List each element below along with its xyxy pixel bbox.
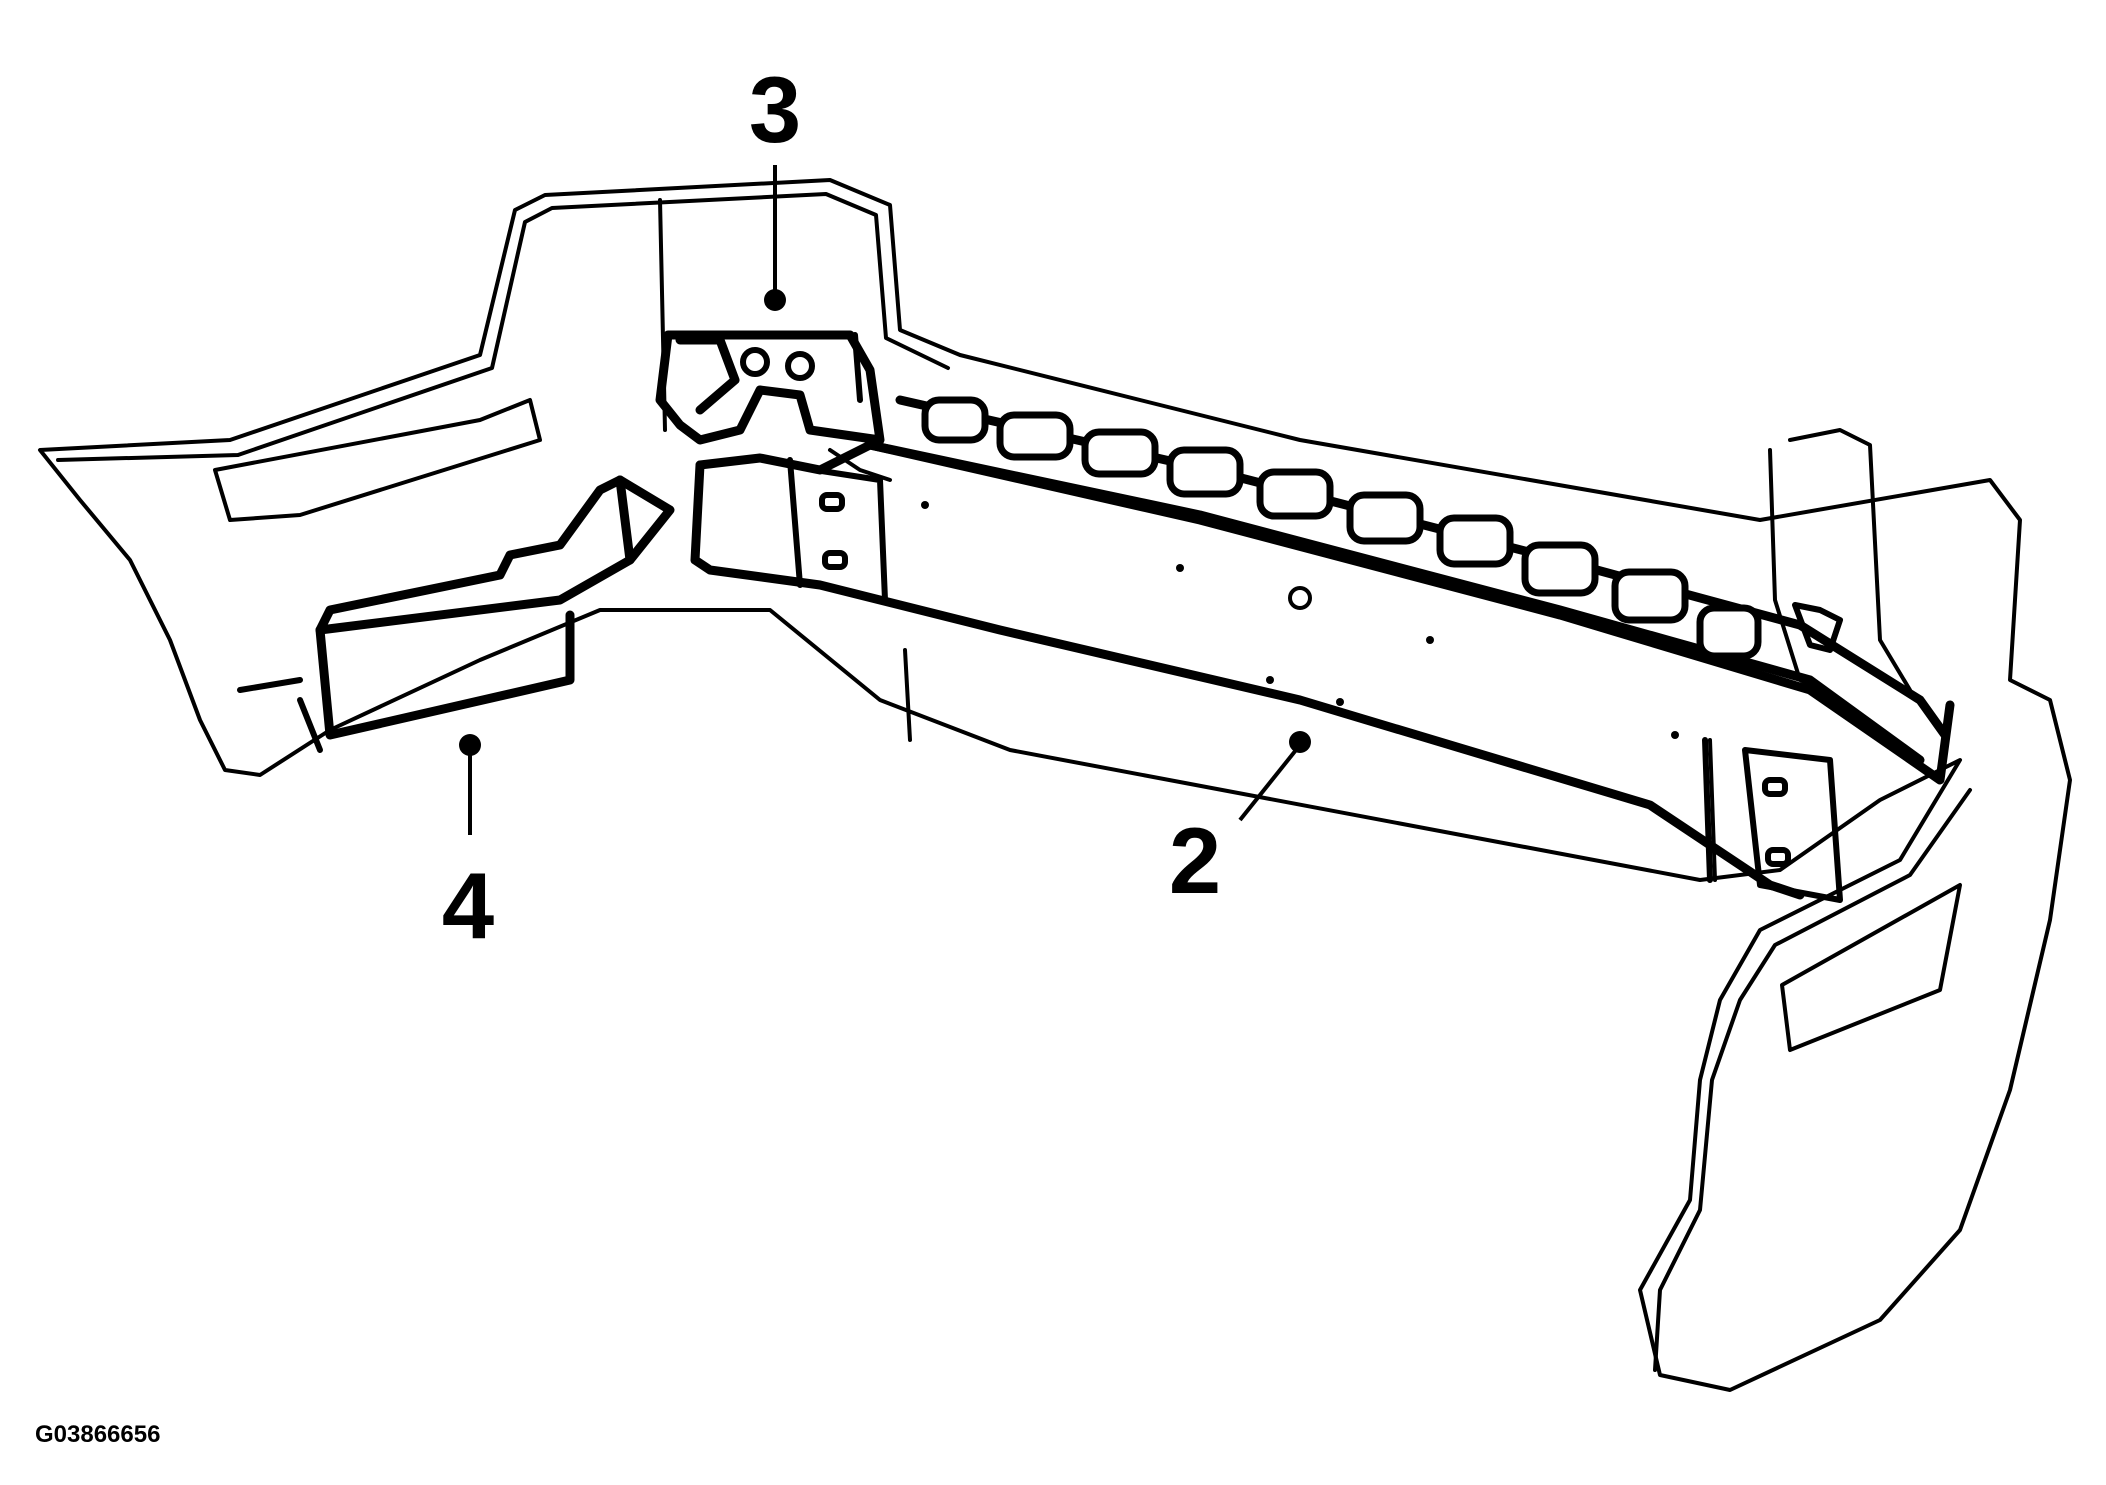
callout-dot-4 — [459, 734, 481, 756]
stud — [822, 550, 848, 570]
bumper-fascia-outline — [38, 178, 2072, 1392]
absorber-slot — [1166, 446, 1244, 498]
absorber-slot — [921, 396, 989, 444]
callout-label-2: 2 — [1169, 808, 1221, 913]
absorber-slot — [1521, 541, 1599, 597]
upper-bracket — [655, 330, 885, 445]
energy-absorber — [865, 395, 1950, 765]
absorber-slot — [1611, 568, 1689, 624]
stud — [1765, 847, 1791, 867]
absorber-slot — [996, 411, 1074, 461]
callout-dot-2 — [1289, 731, 1311, 753]
leader-line-2 — [1238, 743, 1302, 822]
callout-label-4: 4 — [442, 853, 494, 958]
absorber-slot — [1346, 491, 1424, 545]
absorber-slot — [1256, 468, 1334, 520]
figure-reference-code: G03866656 — [35, 1421, 160, 1448]
stud — [819, 492, 845, 512]
impact-bar — [690, 440, 1955, 903]
absorber-slot — [1696, 604, 1762, 660]
absorber-slot — [1081, 428, 1159, 478]
side-bracket — [237, 475, 675, 753]
callout-label-3: 3 — [749, 57, 801, 162]
absorber-slot — [1436, 514, 1514, 568]
callout-dot-3 — [764, 289, 786, 311]
leader-lines — [459, 165, 1311, 835]
stud — [1762, 777, 1788, 797]
